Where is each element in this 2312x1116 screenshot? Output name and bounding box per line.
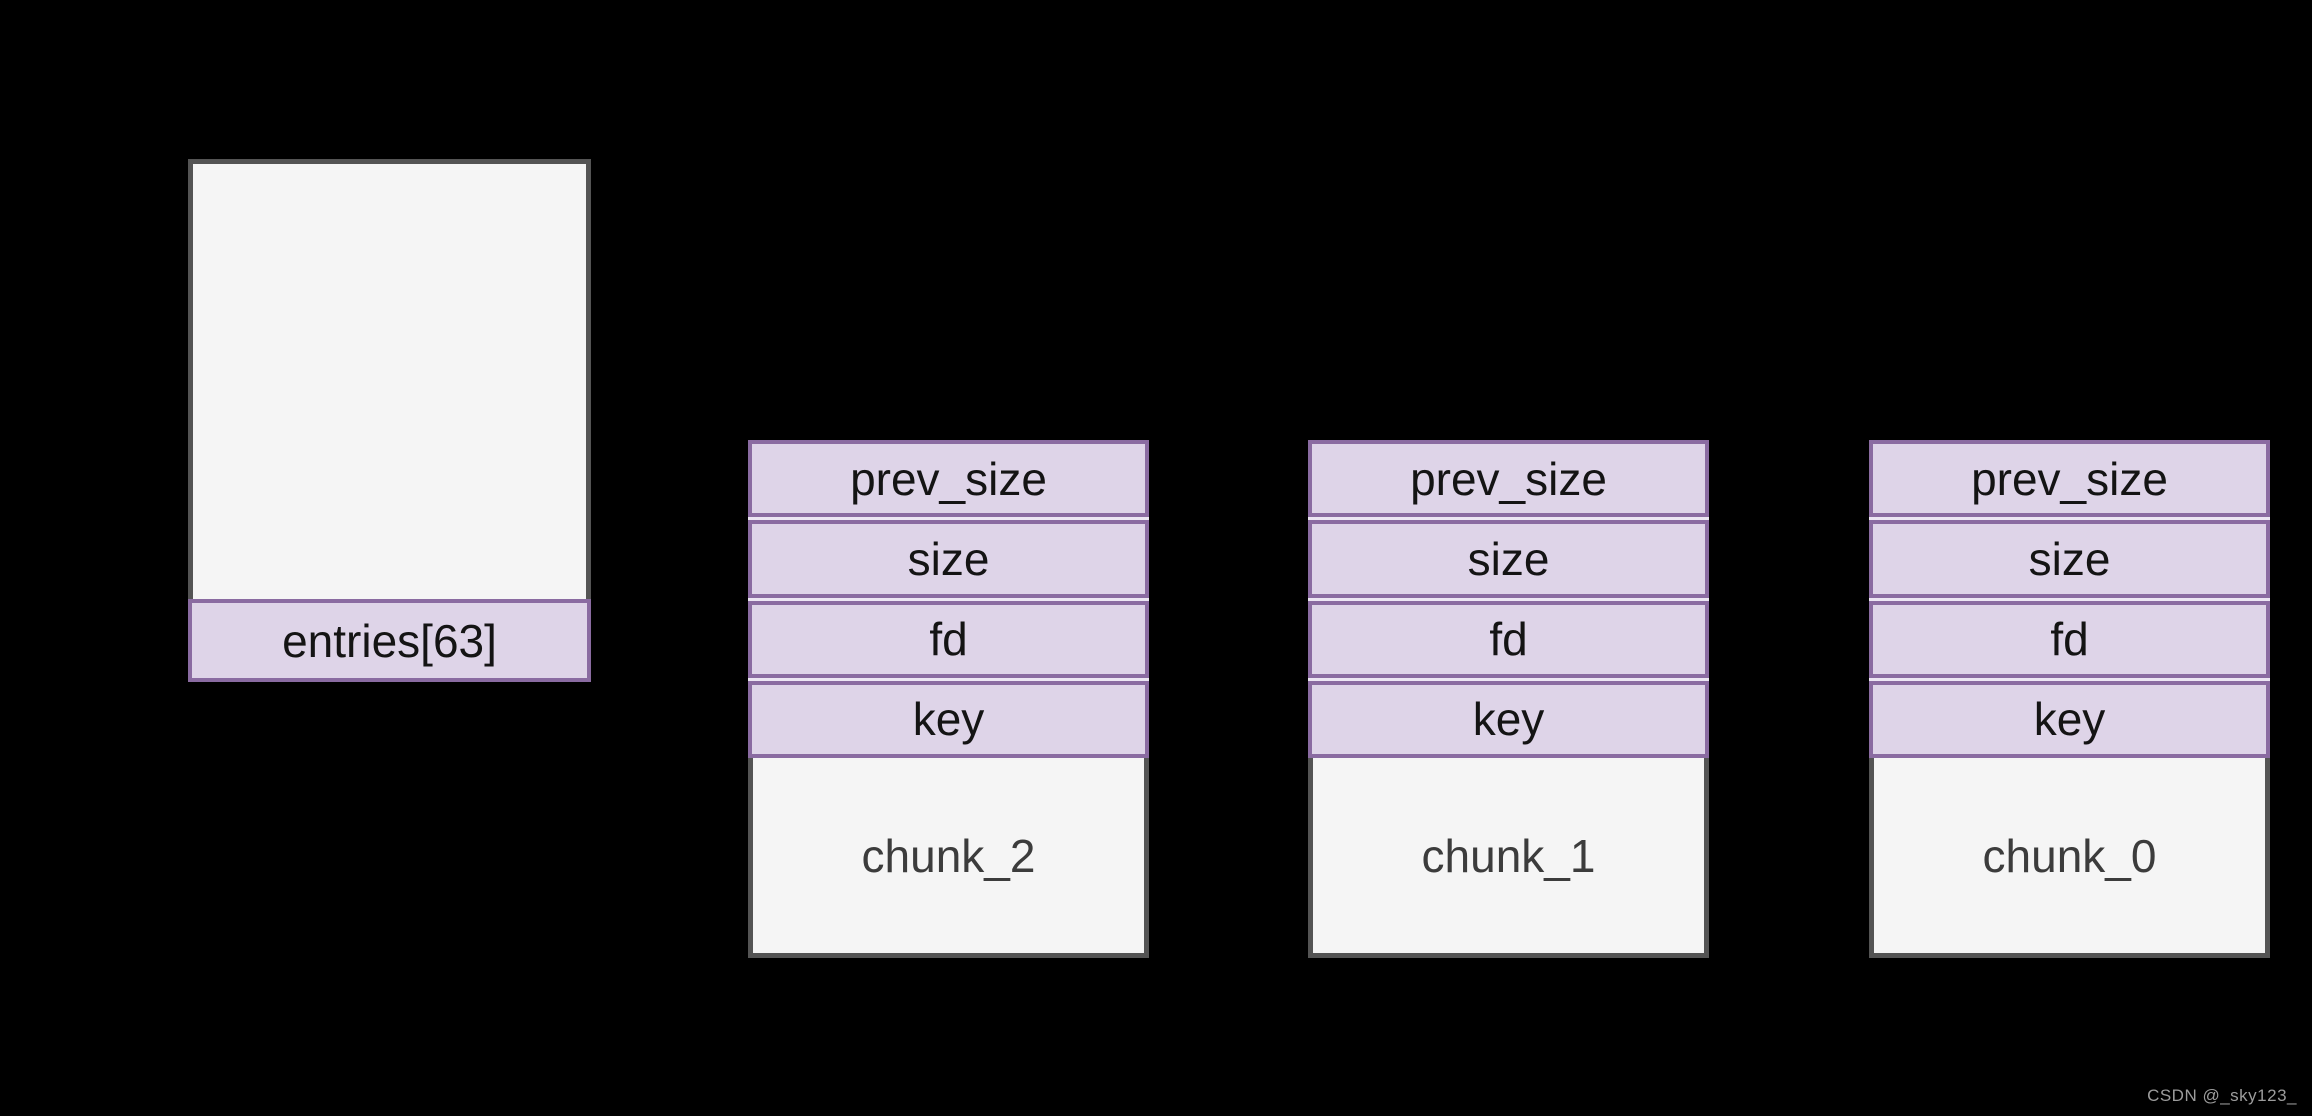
chunk-0-box: prev_size size fd key chunk_0 — [1869, 440, 2270, 958]
fd-label: fd — [2050, 613, 2089, 666]
size-label: size — [907, 532, 990, 585]
size-label: size — [2028, 532, 2111, 585]
entries-empty-area — [188, 159, 591, 599]
key-label: key — [1472, 693, 1545, 746]
prev-size-label: prev_size — [1410, 452, 1607, 505]
chunk-0-label: chunk_0 — [1982, 829, 2157, 882]
csdn-watermark: CSDN @_sky123_ — [2147, 1086, 2297, 1105]
key-label: key — [2033, 693, 2106, 746]
fd-label: fd — [929, 613, 968, 666]
tcache-entries-box: entries[63] — [188, 159, 591, 682]
chunk-1-body: chunk_1 — [1308, 758, 1709, 958]
chunk-2-body: chunk_2 — [748, 758, 1149, 958]
chunk-0-body: chunk_0 — [1869, 758, 2270, 958]
prev-size-cell: prev_size — [1869, 440, 2270, 518]
chunk-2-fields: prev_size size fd key — [748, 440, 1149, 758]
size-cell: size — [1308, 520, 1709, 598]
key-cell: key — [1869, 680, 2270, 758]
fd-label: fd — [1489, 613, 1528, 666]
fd-cell: fd — [748, 600, 1149, 678]
fd-cell: fd — [1869, 600, 2270, 678]
chunk-1-box: prev_size size fd key chunk_1 — [1308, 440, 1709, 958]
prev-size-cell: prev_size — [748, 440, 1149, 518]
size-cell: size — [1869, 520, 2270, 598]
chunk-1-fields: prev_size size fd key — [1308, 440, 1709, 758]
prev-size-cell: prev_size — [1308, 440, 1709, 518]
entries-label: entries[63] — [282, 614, 497, 667]
chunk-2-label: chunk_2 — [861, 829, 1036, 882]
key-cell: key — [1308, 680, 1709, 758]
size-label: size — [1467, 532, 1550, 585]
prev-size-label: prev_size — [1971, 452, 2168, 505]
chunk-2-box: prev_size size fd key chunk_2 — [748, 440, 1149, 958]
chunk-0-fields: prev_size size fd key — [1869, 440, 2270, 758]
size-cell: size — [748, 520, 1149, 598]
entries-label-cell: entries[63] — [188, 599, 591, 682]
prev-size-label: prev_size — [850, 452, 1047, 505]
chunk-1-label: chunk_1 — [1421, 829, 1596, 882]
key-label: key — [912, 693, 985, 746]
fd-cell: fd — [1308, 600, 1709, 678]
key-cell: key — [748, 680, 1149, 758]
